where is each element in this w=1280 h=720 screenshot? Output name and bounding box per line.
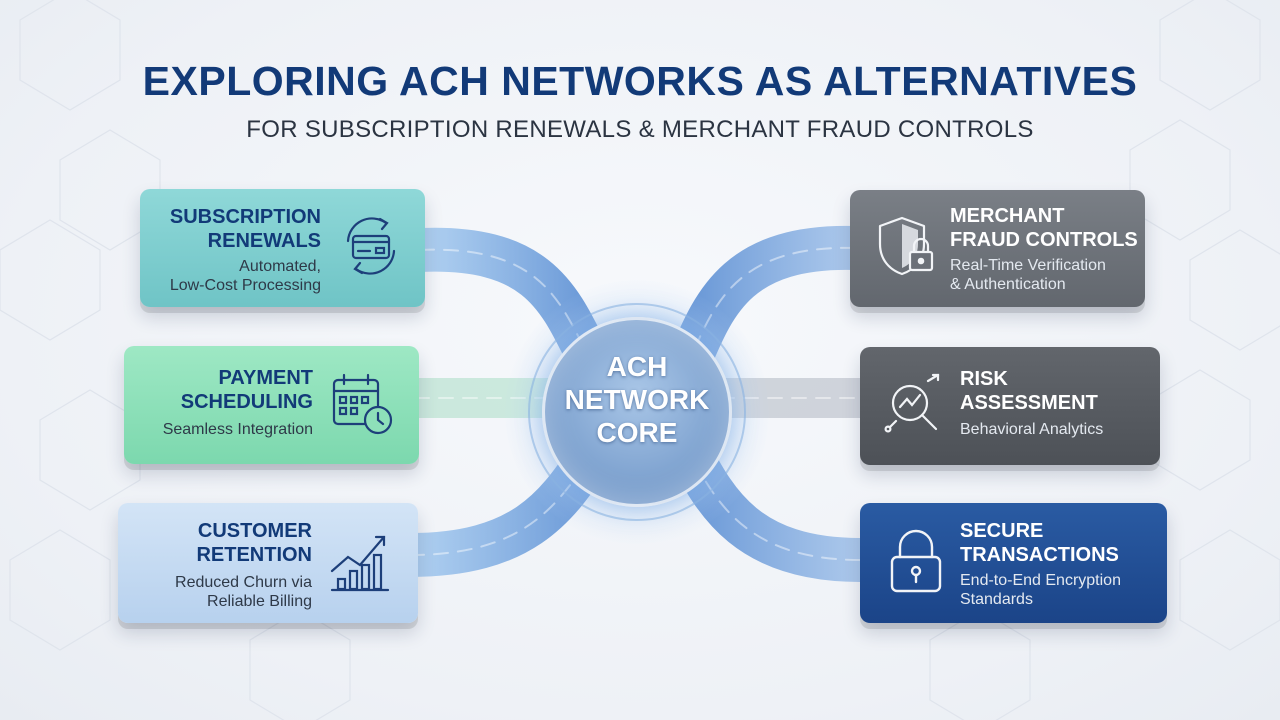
- card-subscription-renewals: SUBSCRIPTION RENEWALS Automated, Low-Cos…: [140, 189, 425, 307]
- card-title: SECURE TRANSACTIONS: [960, 520, 1119, 566]
- card-risk-assessment: RISK ASSESSMENT Behavioral Analytics: [860, 347, 1160, 465]
- card-merchant-fraud-controls: MERCHANT FRAUD CONTROLS Real-Time Verifi…: [850, 190, 1145, 307]
- analytics-magnifier-icon: [884, 373, 940, 433]
- core-label: ACH NETWORK CORE: [564, 351, 710, 448]
- page-title: EXPLORING ACH NETWORKS AS ALTERNATIVES: [142, 58, 1138, 104]
- card-title: SUBSCRIPTION RENEWALS: [169, 206, 321, 252]
- card-title: MERCHANT FRAUD CONTROLS: [950, 205, 1138, 251]
- card-customer-retention: CUSTOMER RETENTION Reduced Churn via Rel…: [118, 503, 418, 623]
- card-title: RISK ASSESSMENT: [960, 368, 1098, 414]
- card-description: Reduced Churn via Reliable Billing: [175, 574, 312, 610]
- shield-lock-icon: [878, 216, 934, 276]
- card-description: End-to-End Encryption Standards: [960, 572, 1121, 608]
- card-payment-scheduling: PAYMENT SCHEDULING Seamless Integration: [124, 346, 419, 464]
- card-description: Automated, Low-Cost Processing: [169, 258, 321, 294]
- core-ring: [528, 303, 746, 521]
- padlock-icon: [890, 529, 942, 593]
- card-title: CUSTOMER RETENTION: [196, 520, 312, 566]
- ach-network-core: [542, 317, 732, 507]
- card-description: Seamless Integration: [162, 421, 313, 438]
- card-description: Behavioral Analytics: [960, 421, 1104, 438]
- calendar-clock-icon: [332, 373, 393, 435]
- card-title: PAYMENT SCHEDULING: [180, 367, 313, 413]
- recurring-card-icon: [346, 217, 396, 275]
- growth-chart-icon: [330, 535, 390, 592]
- card-description: Real-Time Verification & Authentication: [950, 257, 1106, 293]
- page-subtitle: FOR SUBSCRIPTION RENEWALS & MERCHANT FRA…: [246, 116, 1034, 143]
- card-secure-transactions: SECURE TRANSACTIONS End-to-End Encryptio…: [860, 503, 1167, 623]
